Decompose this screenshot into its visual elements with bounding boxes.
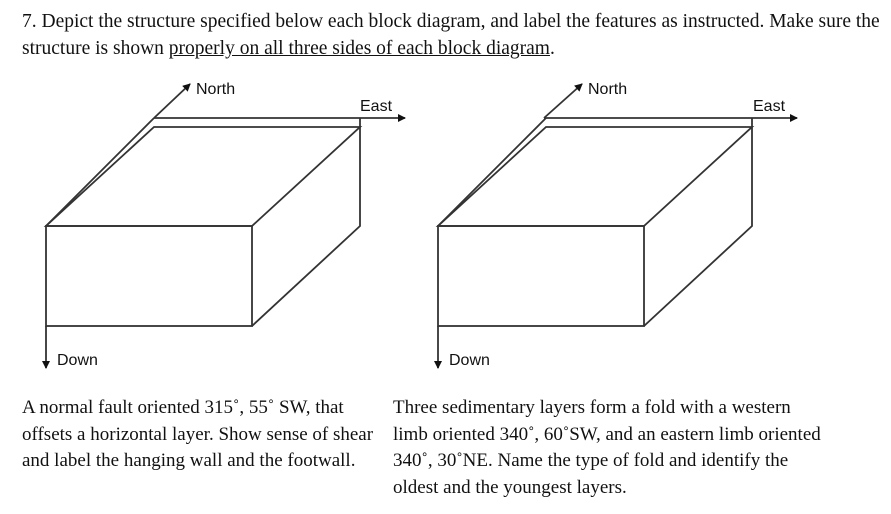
- block-top-face: [43, 126, 363, 227]
- block-top-left-edge: [437, 117, 547, 227]
- north-label: North: [196, 81, 235, 98]
- down-label: Down: [449, 352, 490, 369]
- question-text: 7. Depict the structure specified below …: [22, 8, 882, 62]
- east-label: East: [753, 98, 786, 115]
- down-label: Down: [57, 352, 98, 369]
- block-top-face: [435, 126, 755, 227]
- caption-fold: Three sedimentary layers form a fold wit…: [393, 397, 821, 498]
- question-intro: 7. Depict the structure specified below …: [22, 11, 880, 59]
- north-arrow: [153, 83, 191, 119]
- question-end: .: [549, 38, 555, 59]
- block-side-face: [643, 127, 753, 327]
- block-diagram-right: [434, 83, 798, 369]
- north-label: North: [588, 81, 627, 98]
- question-underlined: properly on all three sides of each bloc…: [168, 38, 550, 59]
- block-side-face: [251, 127, 361, 327]
- block-diagram-left: [42, 83, 406, 369]
- east-label: East: [360, 98, 393, 115]
- block-top-left-edge: [45, 117, 155, 227]
- caption-normal-fault: A normal fault oriented 315˚, 55˚ SW, th…: [22, 397, 374, 471]
- block-front-face: [45, 225, 253, 327]
- north-arrow: [543, 83, 583, 119]
- block-front-face: [437, 225, 645, 327]
